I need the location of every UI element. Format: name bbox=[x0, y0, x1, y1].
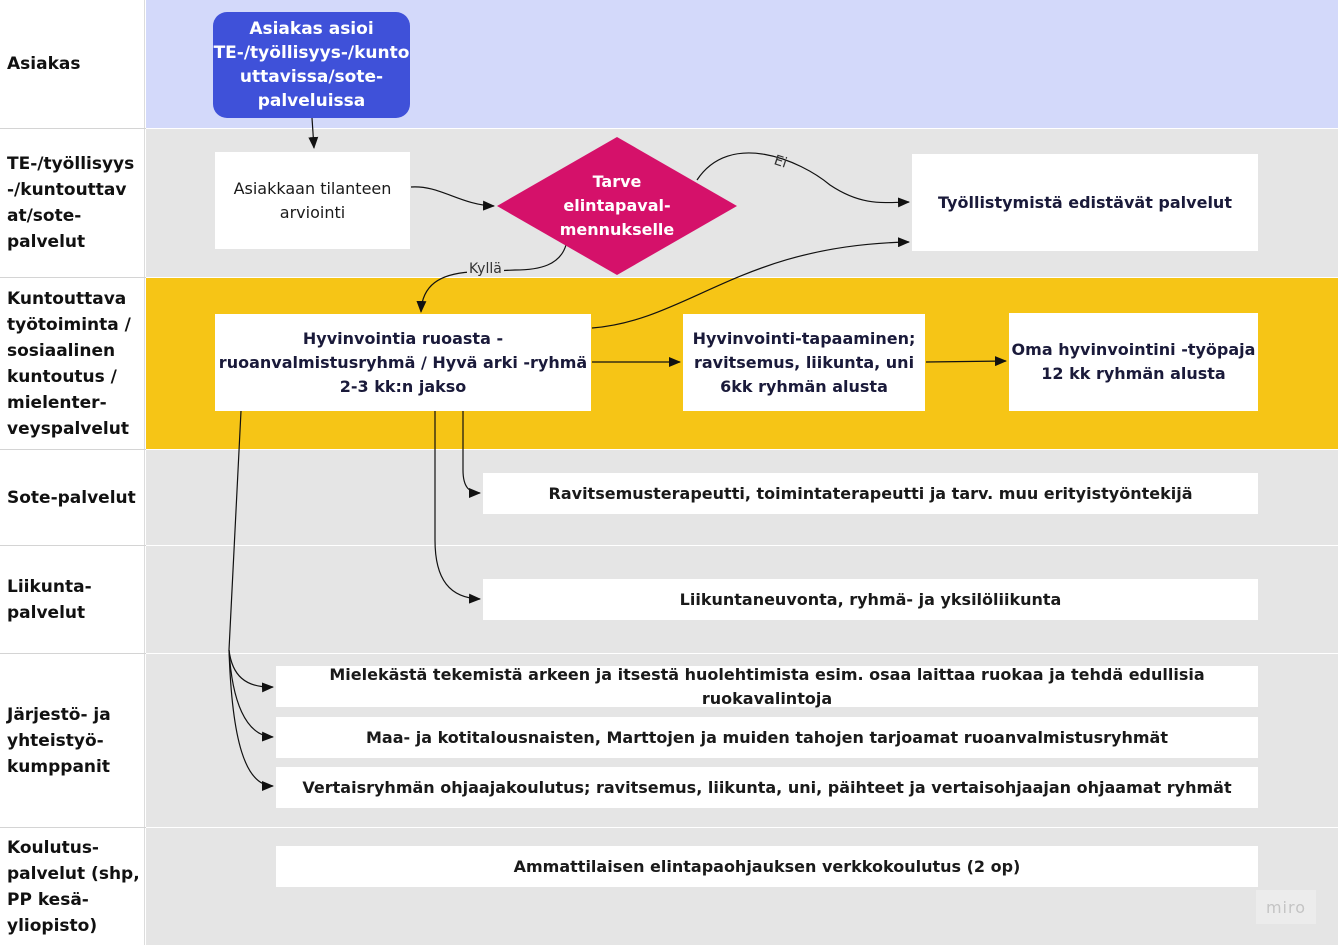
assessment-node[interactable]: Asiakkaan tilanteen arviointi bbox=[215, 152, 410, 249]
lane-label-exercise: Liikunta- palvelut bbox=[0, 546, 145, 653]
wellbeing-meeting-node[interactable]: Hyvinvointi-tapaaminen; ravitsemus, liik… bbox=[683, 314, 925, 411]
decision-label: Tarve elintapaval- mennukselle bbox=[559, 172, 675, 239]
edge-meeting-to-workshop bbox=[925, 356, 1007, 367]
cooking-groups-orgs-node[interactable]: Maa- ja kotitalousnaisten, Marttojen ja … bbox=[276, 717, 1258, 758]
lane-separator bbox=[0, 128, 146, 129]
edge-group-to-exercise bbox=[434, 411, 481, 604]
edge-decision-no bbox=[696, 152, 910, 208]
lane-separator bbox=[0, 827, 146, 828]
start-node[interactable]: Asiakas asioi TE-/työllisyys-/kunto utta… bbox=[213, 12, 410, 118]
employment-services-node[interactable]: Työllistymistä edistävät palvelut bbox=[912, 154, 1258, 251]
lane-label-sote: Sote-palvelut bbox=[0, 450, 145, 545]
edge-label-yes: Kyllä bbox=[467, 261, 504, 277]
edge-group-to-therapists bbox=[462, 411, 481, 498]
lane-separator bbox=[0, 653, 146, 654]
lane-label-te-services: TE-/työllisyys -/kuntouttav at/sote- pal… bbox=[0, 129, 145, 277]
lane-label-customer: Asiakas bbox=[0, 0, 145, 128]
edge-group-to-cooking-orgs bbox=[228, 649, 274, 742]
lane-label-rehab: Kuntouttava työtoiminta / sosiaalinen ku… bbox=[0, 278, 145, 449]
online-training-node[interactable]: Ammattilaisen elintapaohjauksen verkkoko… bbox=[276, 846, 1258, 887]
edge-decision-yes bbox=[416, 244, 567, 313]
lane-separator bbox=[0, 545, 146, 546]
lane-separator bbox=[0, 449, 146, 450]
edge-group-to-peer-training bbox=[228, 649, 274, 791]
workshop-node[interactable]: Oma hyvinvointini -työpaja 12 kk ryhmän … bbox=[1009, 313, 1258, 411]
therapists-node[interactable]: Ravitsemusterapeutti, toimintaterapeutti… bbox=[483, 473, 1258, 514]
edge-assessment-to-decision bbox=[410, 186, 495, 211]
exercise-node[interactable]: Liikuntaneuvonta, ryhmä- ja yksilöliikun… bbox=[483, 579, 1258, 620]
edge-group-to-employment bbox=[591, 237, 910, 329]
lane-label-organizations: Järjestö- ja yhteistyö- kumppanit bbox=[0, 654, 145, 827]
edge-start-to-assessment bbox=[308, 117, 319, 149]
cooking-group-node[interactable]: Hyvinvointia ruoasta - ruoanvalmistusryh… bbox=[215, 314, 591, 411]
peer-training-node[interactable]: Vertaisryhmän ohjaajakoulutus; ravitsemu… bbox=[276, 767, 1258, 808]
lane-label-education: Koulutus- palvelut (shp, PP kesä- yliopi… bbox=[0, 828, 145, 945]
miro-watermark: miro bbox=[1256, 890, 1316, 924]
edge-group-to-meaningful bbox=[228, 410, 274, 693]
lane-separator bbox=[0, 277, 146, 278]
meaningful-activities-node[interactable]: Mielekästä tekemistä arkeen ja itsestä h… bbox=[276, 665, 1258, 708]
decision-diamond bbox=[497, 137, 737, 275]
